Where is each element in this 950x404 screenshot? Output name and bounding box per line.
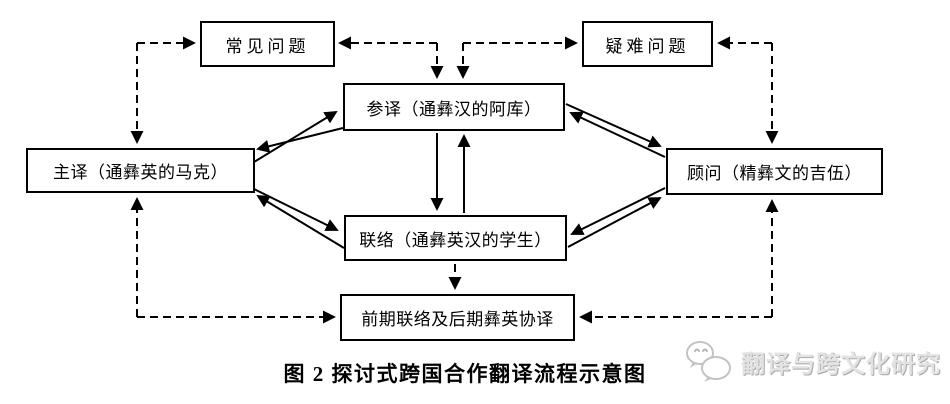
edge-main-to-co — [253, 110, 338, 163]
node-liaison-label: 联络（通彝英汉的学生） — [359, 230, 552, 250]
edge-co-to-advisor — [565, 103, 662, 148]
node-common-issues: 常见问题 — [200, 21, 335, 67]
node-final-coordination: 前期联络及后期彝英协译 — [340, 294, 575, 341]
edge-liaison-to-main — [256, 194, 345, 249]
dashed-arrows — [130, 36, 779, 324]
node-liaison: 联络（通彝英汉的学生） — [344, 215, 567, 261]
node-co-translator-label: 参译（通彝汉的阿库） — [366, 99, 542, 119]
watermark: 翻译与跨文化研究 — [683, 338, 941, 384]
solid-arrows — [253, 103, 666, 249]
edge-advisor-to-co — [569, 111, 666, 158]
node-main-translator-label: 主译（通彝英的马克） — [53, 163, 228, 182]
edge-co-to-main — [256, 127, 344, 153]
node-difficult-issues: 疑难问题 — [582, 21, 713, 67]
node-co-translator: 参译（通彝汉的阿库） — [343, 83, 565, 131]
node-difficult-issues-label: 疑难问题 — [605, 36, 690, 56]
node-main-translator: 主译（通彝英的马克） — [26, 148, 255, 193]
node-advisor-label: 顾问（精彝文的吉伍） — [687, 164, 862, 183]
wechat-icon — [686, 341, 731, 382]
edge-liaison-to-advisor — [567, 197, 662, 248]
node-final-coordination-label: 前期联络及后期彝英协译 — [361, 310, 554, 329]
figure-caption: 图 2 探讨式跨国合作翻译流程示意图 — [283, 362, 647, 386]
edge-main-to-liaison — [253, 188, 339, 231]
node-common-issues-label: 常见问题 — [225, 36, 310, 56]
watermark-text: 翻译与跨文化研究 — [741, 351, 941, 378]
node-advisor: 顾问（精彝文的吉伍） — [666, 148, 883, 195]
edge-advisor-to-liaison — [570, 187, 666, 235]
